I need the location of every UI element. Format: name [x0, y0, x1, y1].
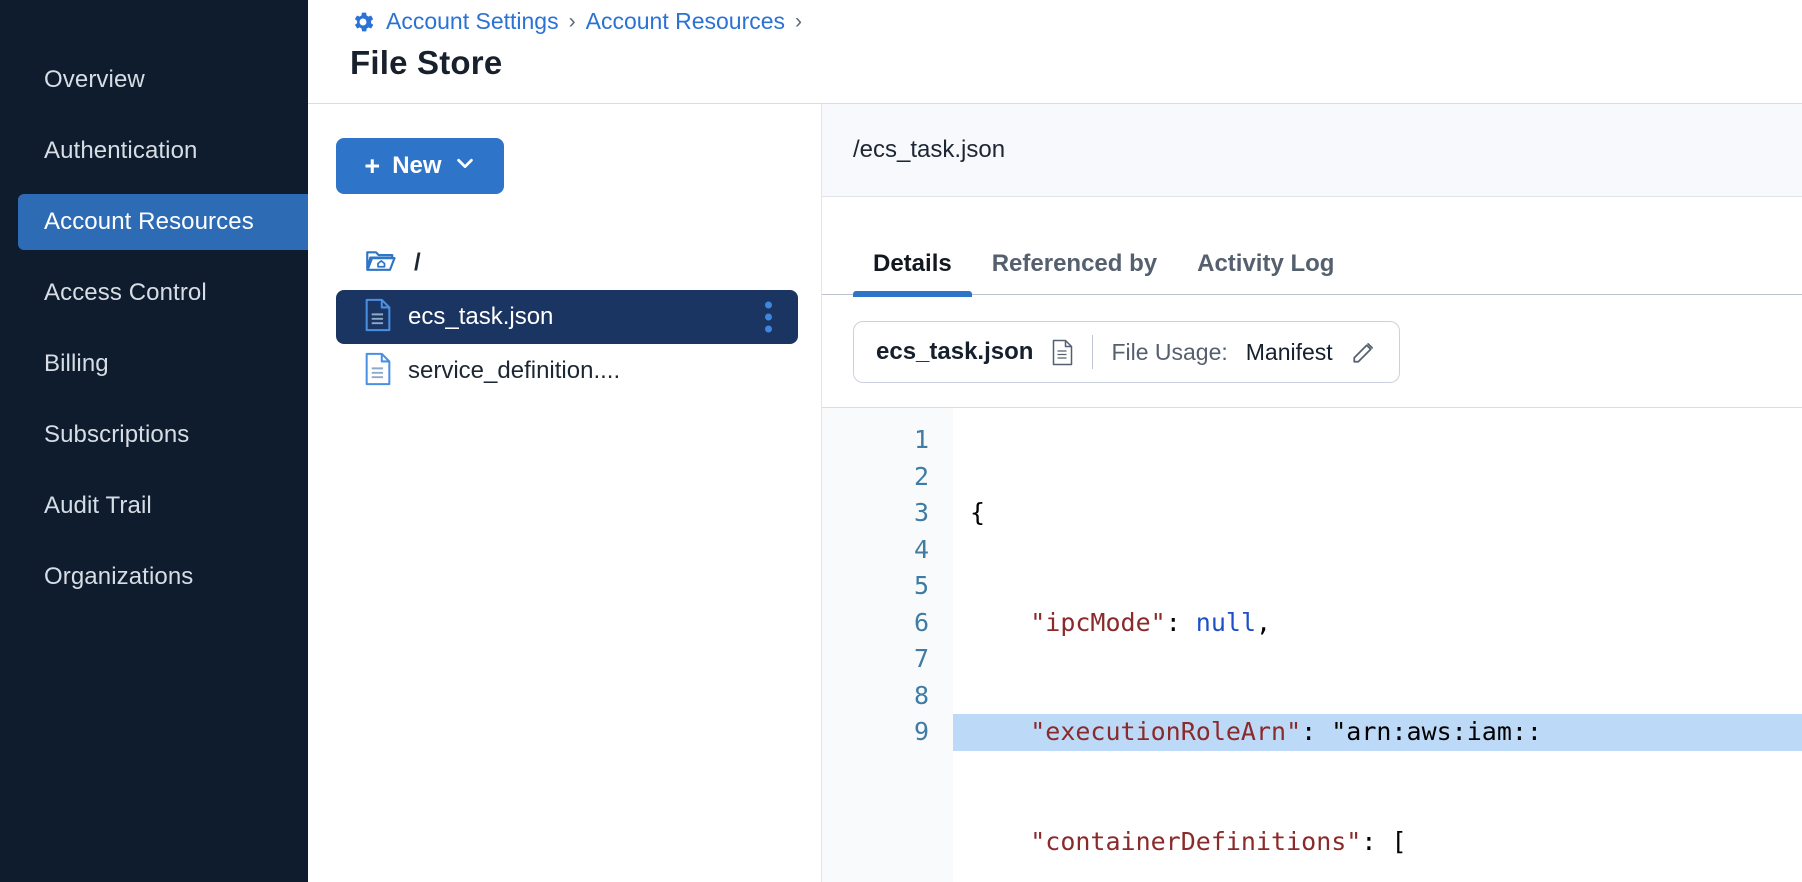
tree-row-root[interactable]: / [308, 236, 821, 290]
chevron-down-icon [454, 152, 476, 181]
breadcrumb-separator: › [568, 9, 576, 33]
plus-icon: + [364, 150, 381, 181]
line-number: 7 [913, 644, 929, 673]
code-line: "containerDefinitions": [ [1030, 826, 1407, 856]
sidebar-item-label: Subscriptions [44, 421, 190, 448]
main-content: Account Settings › Account Resources › F… [308, 0, 1802, 882]
tab-activity-log[interactable]: Activity Log [1197, 250, 1335, 277]
code-editor[interactable]: 1 2 3 4 5 6 7 8 9 { "ipcMode": null, " [822, 407, 1802, 882]
editor-line-numbers: 1 2 3 4 5 6 7 8 9 [822, 408, 953, 882]
tree-root-label: / [414, 249, 421, 276]
code-line: "ipcMode": null, [1030, 607, 1272, 637]
breadcrumb-link-account-resources[interactable]: Account Resources [585, 8, 786, 34]
line-number: 9 [913, 717, 929, 746]
document-icon [1051, 339, 1074, 366]
file-usage-card: ecs_task.json File Usage: Manifest [853, 321, 1400, 383]
tab-referenced-by[interactable]: Referenced by [991, 250, 1158, 277]
usage-file-name: ecs_task.json [876, 338, 1034, 365]
page-header: Account Settings › Account Resources › F… [308, 0, 1802, 104]
file-name-label: ecs_task.json [408, 303, 554, 330]
usage-section: ecs_task.json File Usage: Manifest [822, 295, 1802, 383]
body-split: + New [308, 104, 1802, 882]
sidebar-item-subscriptions[interactable]: Subscriptions [0, 407, 308, 463]
file-tree-panel: + New [308, 104, 822, 882]
usage-value: Manifest [1245, 338, 1333, 365]
sidebar-item-organizations[interactable]: Organizations [0, 549, 308, 605]
file-path-bar: /ecs_task.json [822, 104, 1802, 197]
sidebar-item-label: Billing [44, 350, 109, 377]
file-details-panel: /ecs_task.json Details Referenced by Act… [822, 104, 1802, 882]
tree-row-service-definition[interactable]: service_definition.... [308, 344, 821, 398]
code-line: { [970, 498, 986, 527]
line-number: 4 [913, 534, 929, 564]
details-tabs: Details Referenced by Activity Log [822, 197, 1802, 297]
sidebar-item-audit-trail[interactable]: Audit Trail [0, 478, 308, 534]
new-button[interactable]: + New [336, 138, 504, 194]
code-line-highlighted: "executionRoleArn": "arn:aws:iam:: [953, 714, 1802, 751]
home-folder-icon [364, 246, 398, 281]
sidebar-item-label: Organizations [44, 563, 194, 590]
sidebar-item-billing[interactable]: Billing [0, 336, 308, 392]
tab-details[interactable]: Details [853, 250, 972, 297]
sidebar-item-label: Account Resources [44, 208, 254, 235]
new-button-label: New [392, 152, 442, 179]
line-number: 2 [913, 461, 929, 491]
file-icon [364, 298, 392, 337]
sidebar-item-authentication[interactable]: Authentication [0, 123, 308, 179]
sidebar-item-label: Overview [44, 66, 145, 93]
kebab-menu-icon[interactable] [765, 301, 772, 333]
line-number: 3 [913, 498, 929, 527]
line-number: 1 [913, 425, 929, 454]
usage-label: File Usage: [1111, 338, 1228, 365]
line-number: 6 [913, 607, 929, 637]
usage-divider [1092, 335, 1094, 369]
line-number: 5 [913, 571, 929, 600]
sidebar-item-label: Audit Trail [44, 492, 152, 519]
breadcrumb: Account Settings › Account Resources › [350, 0, 1802, 35]
editor-code-area[interactable]: { "ipcMode": null, "executionRoleArn": "… [953, 408, 1802, 882]
sidebar-item-account-resources[interactable]: Account Resources [18, 194, 308, 250]
sidebar-item-label: Access Control [44, 279, 207, 306]
file-tree: / ecs_task.json [308, 236, 821, 398]
breadcrumb-separator-2: › [795, 9, 803, 33]
pencil-icon[interactable] [1351, 339, 1377, 365]
breadcrumb-link-account-settings[interactable]: Account Settings [386, 8, 559, 34]
sidebar-item-label: Authentication [44, 137, 198, 164]
file-icon [364, 352, 392, 391]
gear-icon [350, 9, 376, 35]
tree-row-ecs-task-json[interactable]: ecs_task.json [336, 290, 798, 344]
line-number: 8 [913, 680, 929, 710]
sidebar-item-overview[interactable]: Overview [0, 52, 308, 108]
sidebar-item-access-control[interactable]: Access Control [0, 265, 308, 321]
sidebar: Overview Authentication Account Resource… [0, 0, 308, 882]
page-title: File Store [350, 44, 503, 81]
file-name-label: service_definition.... [408, 357, 621, 384]
